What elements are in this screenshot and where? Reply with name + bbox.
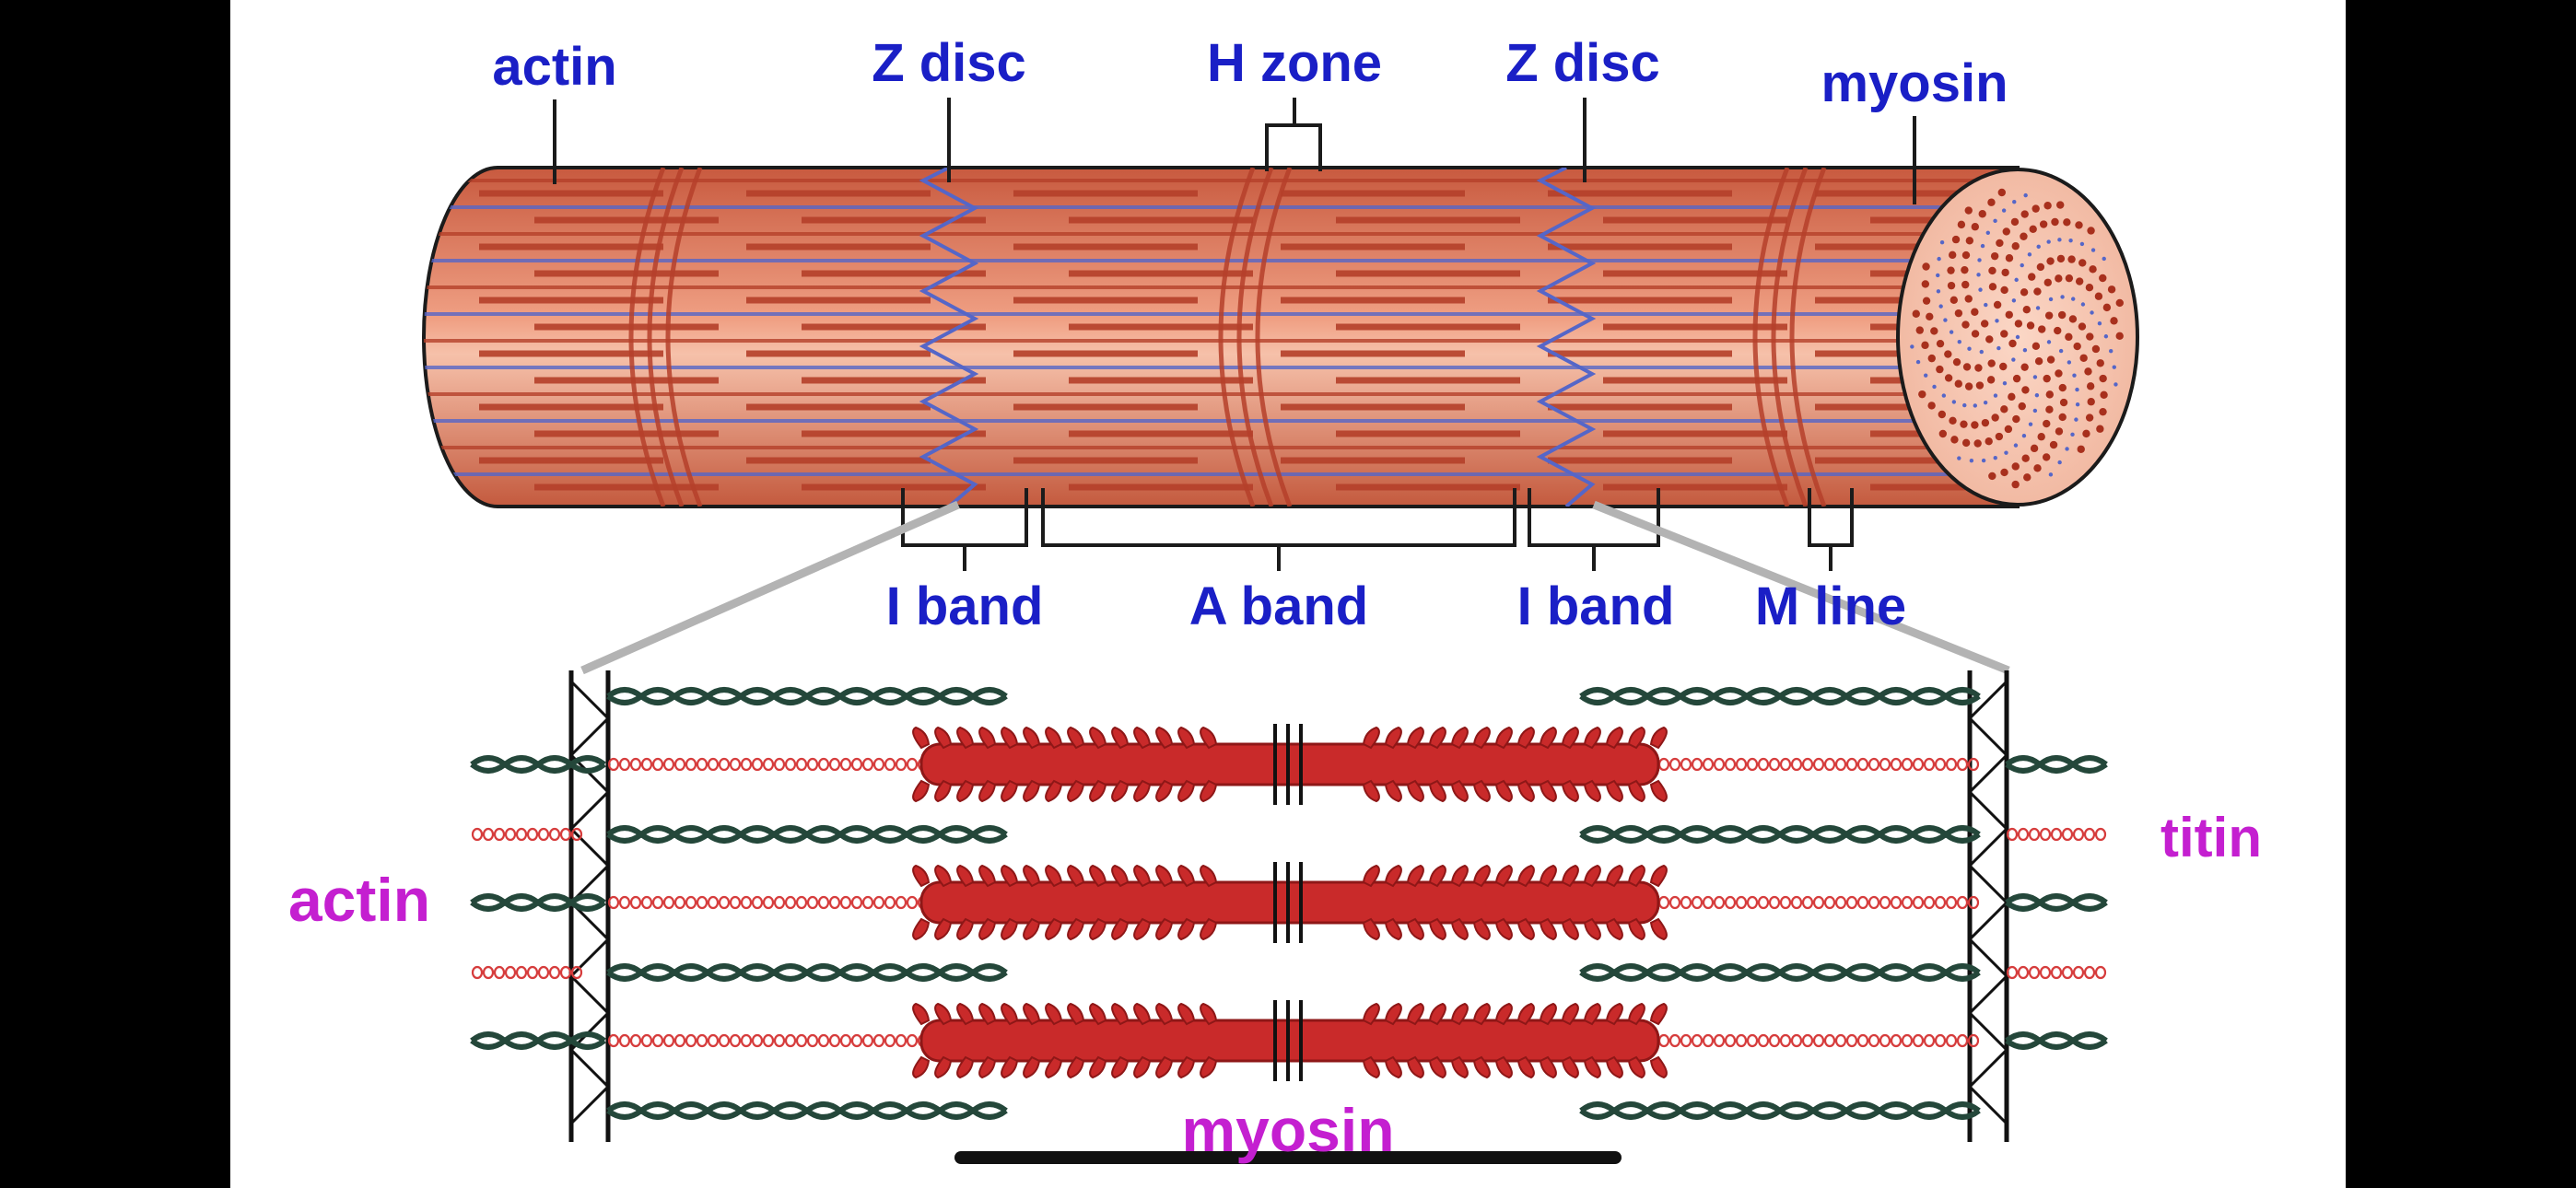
- top-pointers: [553, 98, 1916, 571]
- home-indicator[interactable]: [954, 1151, 1622, 1164]
- cross-section-dots: [1910, 188, 2124, 489]
- label-myosin-bottom: myosin: [1181, 1096, 1394, 1164]
- label-z-disc-right: Z disc: [1505, 33, 1660, 93]
- label-a-band: A band: [1189, 577, 1368, 636]
- label-z-disc-left: Z disc: [872, 33, 1026, 93]
- bottom-labels: actin titin myosin: [288, 807, 2262, 1164]
- label-i-band-right: I band: [1517, 577, 1675, 636]
- muscle-fiber-cylinder: [422, 166, 2139, 508]
- label-myosin-top: myosin: [1821, 53, 2008, 113]
- label-h-zone: H zone: [1207, 33, 1382, 93]
- zoom-guide-lines: [580, 500, 2010, 675]
- label-titin: titin: [2160, 807, 2262, 868]
- label-i-band-left: I band: [886, 577, 1044, 636]
- label-actin-bottom: actin: [288, 866, 430, 934]
- sarcomere-detail: [470, 670, 2108, 1142]
- label-m-line: M line: [1755, 577, 1906, 636]
- top-labels: actin Z disc H zone Z disc myosin I band…: [492, 33, 2008, 636]
- label-actin-top: actin: [492, 37, 616, 97]
